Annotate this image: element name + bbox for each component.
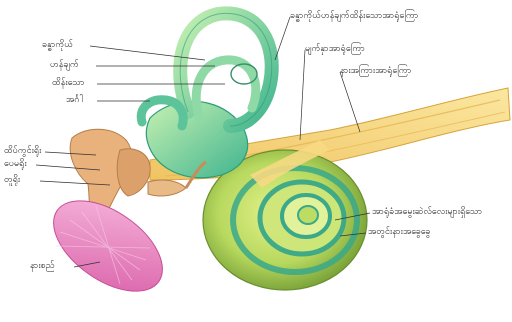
label-malleus: ထိပ်ကွင်းရိုး xyxy=(4,146,41,157)
label-stapes: တူရိုး xyxy=(4,175,20,186)
label-facial-nerve: မျက်နှာအာရုံကြော xyxy=(305,44,365,55)
label-cochlear-nerve: နားအကြားအာရုံကြော xyxy=(340,66,411,77)
label-eardrum: နားစည် xyxy=(30,261,54,272)
label-utricle: ထိန်းသော xyxy=(52,78,85,89)
label-semicircular-canals: ခန္ဓာကိုယ် xyxy=(42,40,73,51)
label-round-window: အတွင်းနားအခွေခွေ xyxy=(368,227,430,238)
stapes-shape xyxy=(148,180,186,196)
label-incus: ပေမရိုး xyxy=(4,159,27,170)
label-vestibular-nerve: ဟန်ချက် xyxy=(50,60,79,71)
label-ampulla: အင်္ဂါ xyxy=(66,95,83,106)
label-cochlea: အာရုံခံအမွေးဆဲလ်လေးများရှိသော xyxy=(372,207,482,218)
incus-shape xyxy=(117,149,150,196)
label-vestibular-nerve-right: ခန္ဓာကိုယ်ဟန်ချက်ထိန်းသောအာရုံကြော xyxy=(290,11,419,22)
